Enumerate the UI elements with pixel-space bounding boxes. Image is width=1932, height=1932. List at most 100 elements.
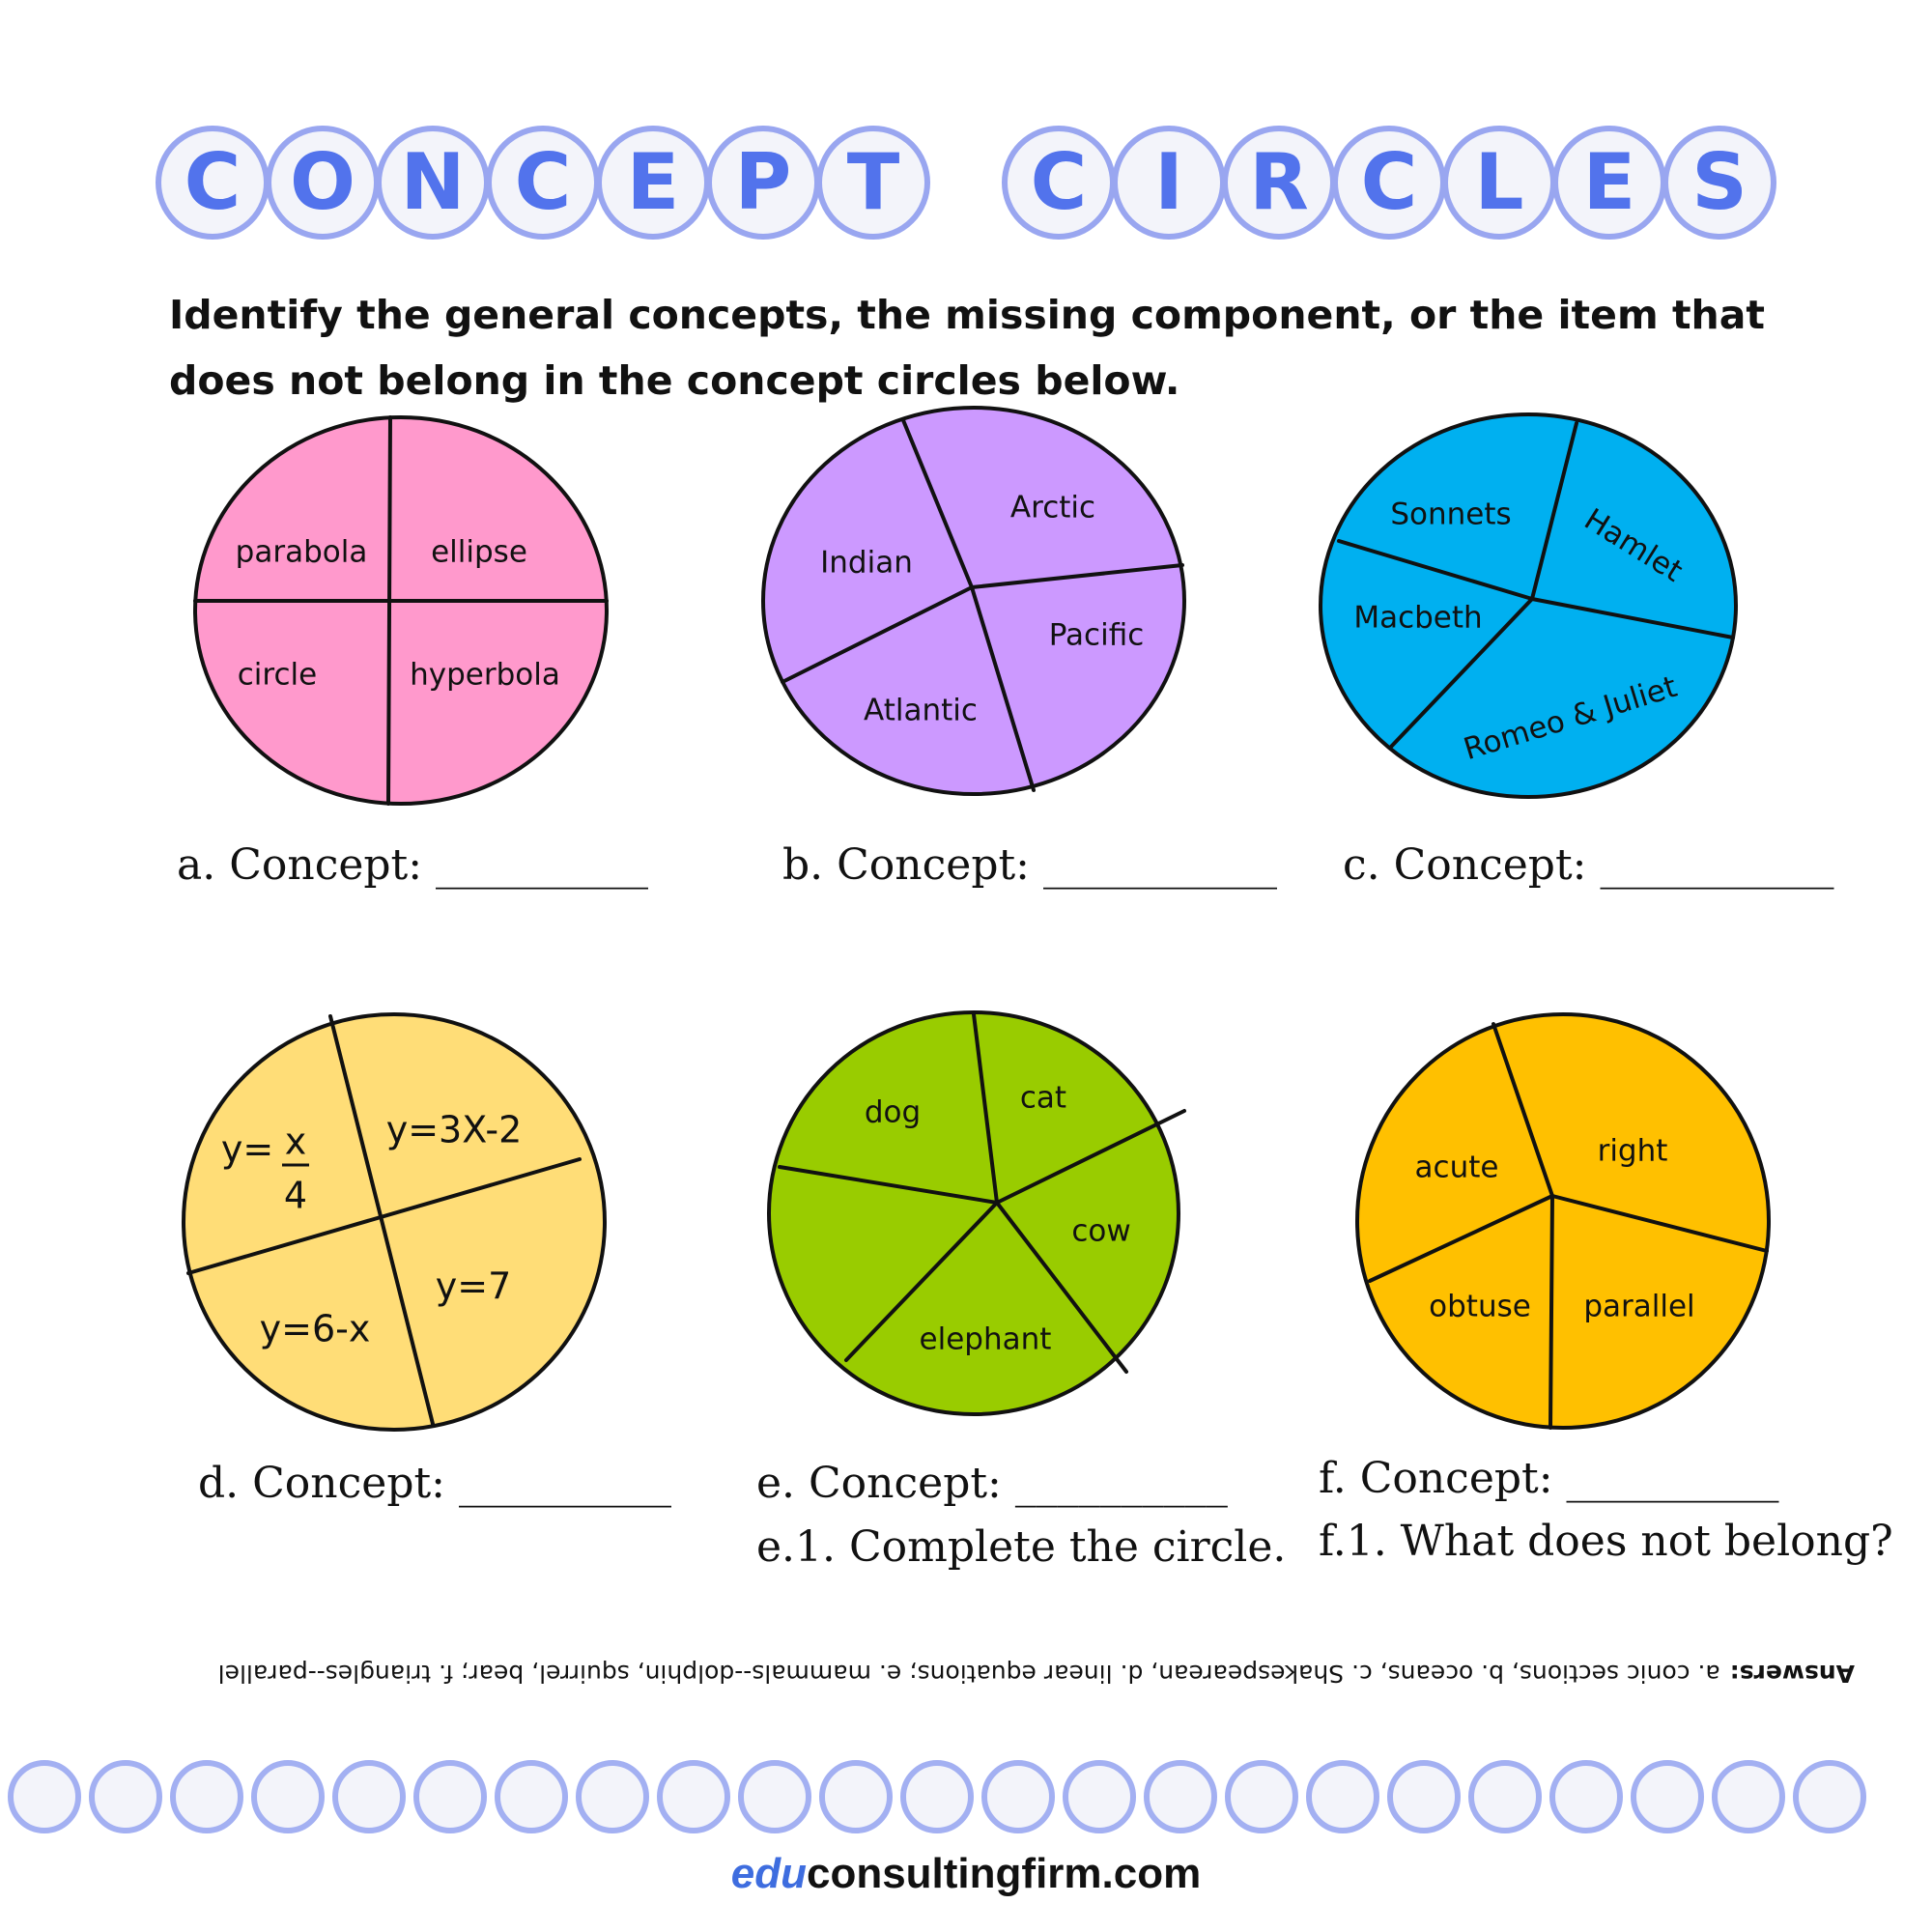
circle-e-label: elephant — [920, 1322, 1052, 1357]
circle-e-label: dog — [865, 1095, 921, 1130]
decorative-bubble — [657, 1760, 730, 1833]
circle-c-label: Sonnets — [1390, 497, 1511, 532]
circle-f-label: right — [1598, 1134, 1668, 1169]
circle-d-divider — [328, 1014, 435, 1426]
answer-key-text: a. conic sections, b. oceans, c. Shakesp… — [217, 1660, 1720, 1689]
answer-key: Answers: a. conic sections, b. oceans, c… — [101, 1650, 1855, 1698]
circle-f-fill — [1355, 1012, 1771, 1430]
decorative-bubble — [1712, 1760, 1785, 1833]
concept-circle-a: parabola ellipse circle hyperbola — [193, 415, 609, 806]
circle-d-label: y= — [221, 1128, 273, 1171]
circle-a-label: hyperbola — [410, 658, 560, 693]
circle-c-divider — [1337, 539, 1534, 601]
decorative-bubble — [981, 1760, 1055, 1833]
decorative-bubble — [576, 1760, 649, 1833]
answer-key-label: Answers: — [1729, 1660, 1855, 1689]
decorative-bubble — [1387, 1760, 1461, 1833]
circle-f-label: acute — [1415, 1151, 1499, 1185]
concept-circle-f: acute right obtuse parallel — [1355, 1012, 1771, 1430]
subquestion-f: f.1. What does not belong? — [1319, 1517, 1893, 1566]
concept-circle-b: Arctic Indian Pacific Atlantic — [761, 406, 1186, 796]
circle-d-label: y=3X-2 — [386, 1109, 523, 1151]
footer-brand: edu — [730, 1850, 807, 1897]
concept-circle-e: dog cat cow elephant — [767, 1010, 1186, 1416]
circle-f-divider — [1368, 1194, 1554, 1283]
circle-a-label: parabola — [236, 535, 368, 570]
circle-e-divider — [995, 1109, 1186, 1205]
circle-b-label: Pacific — [1049, 618, 1145, 653]
circle-e-fill — [767, 1010, 1180, 1416]
circle-b-divider — [781, 585, 974, 684]
circle-d-label: y=6-x — [260, 1308, 371, 1350]
circle-b-divider — [970, 563, 1184, 589]
footer-website: educonsultingfirm.com — [0, 1850, 1932, 1898]
question-d: d. Concept: __________ — [198, 1459, 671, 1508]
decorative-bubble — [1306, 1760, 1379, 1833]
circle-d-label: 4 — [284, 1175, 307, 1217]
decorative-bubble — [738, 1760, 811, 1833]
circle-e-divider — [778, 1165, 999, 1205]
concept-circle-d: y= x 4 y=3X-2 y=6-x y=7 — [182, 1012, 607, 1432]
question-a: a. Concept: __________ — [177, 840, 649, 890]
question-b: b. Concept: ___________ — [782, 840, 1277, 890]
concept-circle-c: Sonnets Hamlet Macbeth Romeo & Juliet — [1319, 412, 1738, 799]
decorative-bubble — [251, 1760, 325, 1833]
title-letter: T — [816, 126, 930, 240]
circle-d-label: x — [285, 1121, 307, 1163]
decorative-bubble — [1631, 1760, 1704, 1833]
question-f: f. Concept: __________ — [1319, 1454, 1779, 1503]
circle-f-label: parallel — [1583, 1290, 1694, 1324]
decorative-bubble — [8, 1760, 81, 1833]
decorative-bubble — [495, 1760, 568, 1833]
decorative-bubble — [1225, 1760, 1298, 1833]
decorative-bubble — [900, 1760, 974, 1833]
circle-f-divider — [1550, 1194, 1769, 1253]
title-letter: S — [1662, 126, 1776, 240]
circle-d-fill — [182, 1012, 607, 1432]
circle-a-divider — [386, 415, 392, 806]
circle-c-divider — [1389, 597, 1534, 749]
circle-b-fill — [761, 406, 1186, 796]
circle-d-divider — [186, 1157, 582, 1275]
circle-e-label: cat — [1020, 1081, 1066, 1116]
decorative-bubble-border — [0, 1760, 1932, 1845]
circle-c-label: Macbeth — [1353, 601, 1482, 636]
decorative-bubble — [1793, 1760, 1866, 1833]
circle-f-divider — [1548, 1194, 1554, 1430]
question-c: c. Concept: ___________ — [1343, 840, 1834, 890]
instructions-text: Identify the general concepts, the missi… — [169, 292, 1765, 404]
circle-a-fill — [193, 415, 609, 806]
circle-f-label: obtuse — [1429, 1290, 1531, 1324]
title-letter: R — [1222, 126, 1336, 240]
circle-d-label: y=7 — [436, 1265, 512, 1308]
circle-b-divider — [970, 585, 1036, 792]
decorative-bubble — [1144, 1760, 1217, 1833]
decorative-bubble — [332, 1760, 406, 1833]
circle-e-divider — [972, 1012, 999, 1205]
circle-c-divider — [1530, 421, 1578, 601]
title-letter: P — [706, 126, 820, 240]
title-letter: C — [1002, 126, 1116, 240]
circle-b-label: Atlantic — [864, 694, 978, 728]
circle-b-label: Indian — [820, 546, 913, 581]
circle-b-divider — [901, 418, 974, 589]
subquestion-e: e.1. Complete the circle. — [756, 1522, 1287, 1572]
title-letter: C — [156, 126, 270, 240]
decorative-bubble — [1063, 1760, 1136, 1833]
decorative-bubble — [1468, 1760, 1542, 1833]
circle-f-divider — [1492, 1022, 1554, 1198]
title-letter: I — [1112, 126, 1226, 240]
title-letter: E — [596, 126, 710, 240]
decorative-bubble — [413, 1760, 487, 1833]
decorative-bubble — [819, 1760, 893, 1833]
decorative-bubble — [89, 1760, 162, 1833]
circle-a-label: circle — [238, 658, 317, 693]
circle-b-label: Arctic — [1010, 491, 1095, 526]
circle-e-divider — [995, 1201, 1128, 1374]
circle-e-divider — [844, 1201, 999, 1362]
circle-a-label: ellipse — [431, 535, 527, 570]
title-letter: O — [266, 126, 380, 240]
circle-c-divider — [1530, 597, 1735, 639]
